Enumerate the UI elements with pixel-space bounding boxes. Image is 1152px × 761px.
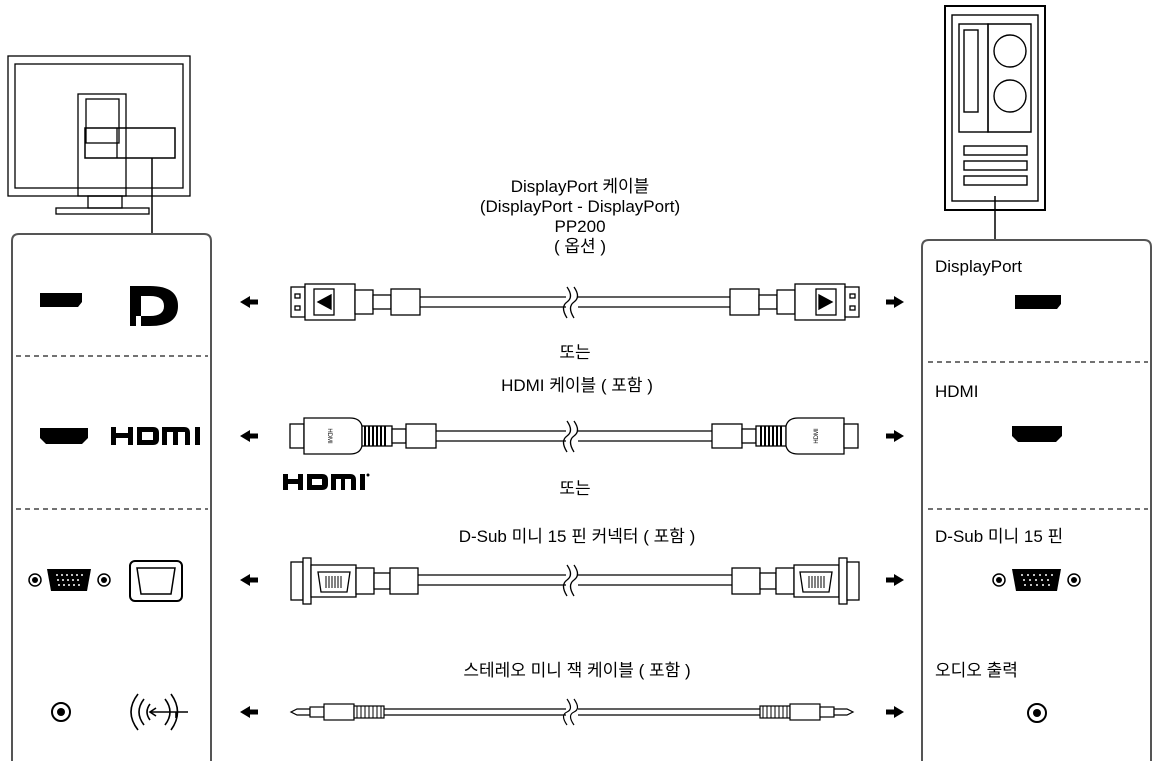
hdmi-cable-label: HDMI 케이블 ( 포함 ) [501, 376, 653, 395]
dsub-cable [290, 557, 860, 605]
pc-displayport-port-icon [1015, 295, 1061, 309]
pc-port-audio-label: 오디오 출력 [935, 661, 1018, 680]
audio-jack-icon [51, 702, 71, 722]
dsub-port-icon [28, 569, 111, 591]
dsub-shape-icon [129, 560, 183, 602]
or-separator-1: 또는 [559, 343, 591, 362]
pc-port-dsub-label: D-Sub 미니 15 핀 [935, 527, 1064, 546]
svg-text:HDMI: HDMI [326, 428, 332, 444]
arrow-left-icon [240, 430, 258, 442]
monitor-port-panel [11, 233, 212, 761]
displayport-cable-model: PP200 [554, 217, 606, 236]
pc-port-panel [921, 239, 1152, 761]
pc-port-displayport-label: DisplayPort [935, 257, 1022, 276]
hdmi-logo [283, 473, 370, 490]
displayport-cable [290, 283, 860, 321]
displayport-cable-note: ( 옵션 ) [553, 237, 607, 256]
pc-dsub-port-icon [992, 569, 1081, 591]
monitor-icon [7, 55, 191, 234]
pc-tower-icon [944, 5, 1046, 240]
pc-hdmi-port-icon [1012, 426, 1062, 442]
displayport-cable-spec: (DisplayPort - DisplayPort) [479, 197, 681, 216]
hdmi-cable: HDMI HDMI [289, 417, 859, 455]
hdmi-port-icon [40, 428, 88, 444]
dsub-cable-label: D-Sub 미니 15 핀 커넥터 ( 포함 ) [458, 527, 696, 546]
svg-text:HDMI: HDMI [814, 428, 820, 444]
pc-audio-jack-icon [1027, 703, 1047, 723]
arrow-left-icon [240, 574, 258, 586]
pc-port-hdmi-label: HDMI [935, 382, 979, 401]
arrow-right-icon [886, 430, 904, 442]
displayport-port-icon [40, 293, 82, 307]
audio-cable [289, 698, 855, 726]
displayport-logo-icon [130, 286, 178, 326]
hdmi-wordmark-icon [111, 427, 200, 445]
displayport-cable-label: DisplayPort 케이블 (DisplayPort - DisplayPo… [480, 177, 680, 257]
or-separator-2: 또는 [559, 479, 591, 498]
arrow-left-icon [240, 706, 258, 718]
arrow-left-icon [240, 296, 258, 308]
displayport-cable-name: DisplayPort 케이블 [510, 177, 650, 196]
arrow-right-icon [886, 296, 904, 308]
arrow-right-icon [886, 574, 904, 586]
arrow-right-icon [886, 706, 904, 718]
audio-cable-label: 스테레오 미니 잭 케이블 ( 포함 ) [463, 661, 691, 680]
audio-in-icon [130, 693, 188, 731]
